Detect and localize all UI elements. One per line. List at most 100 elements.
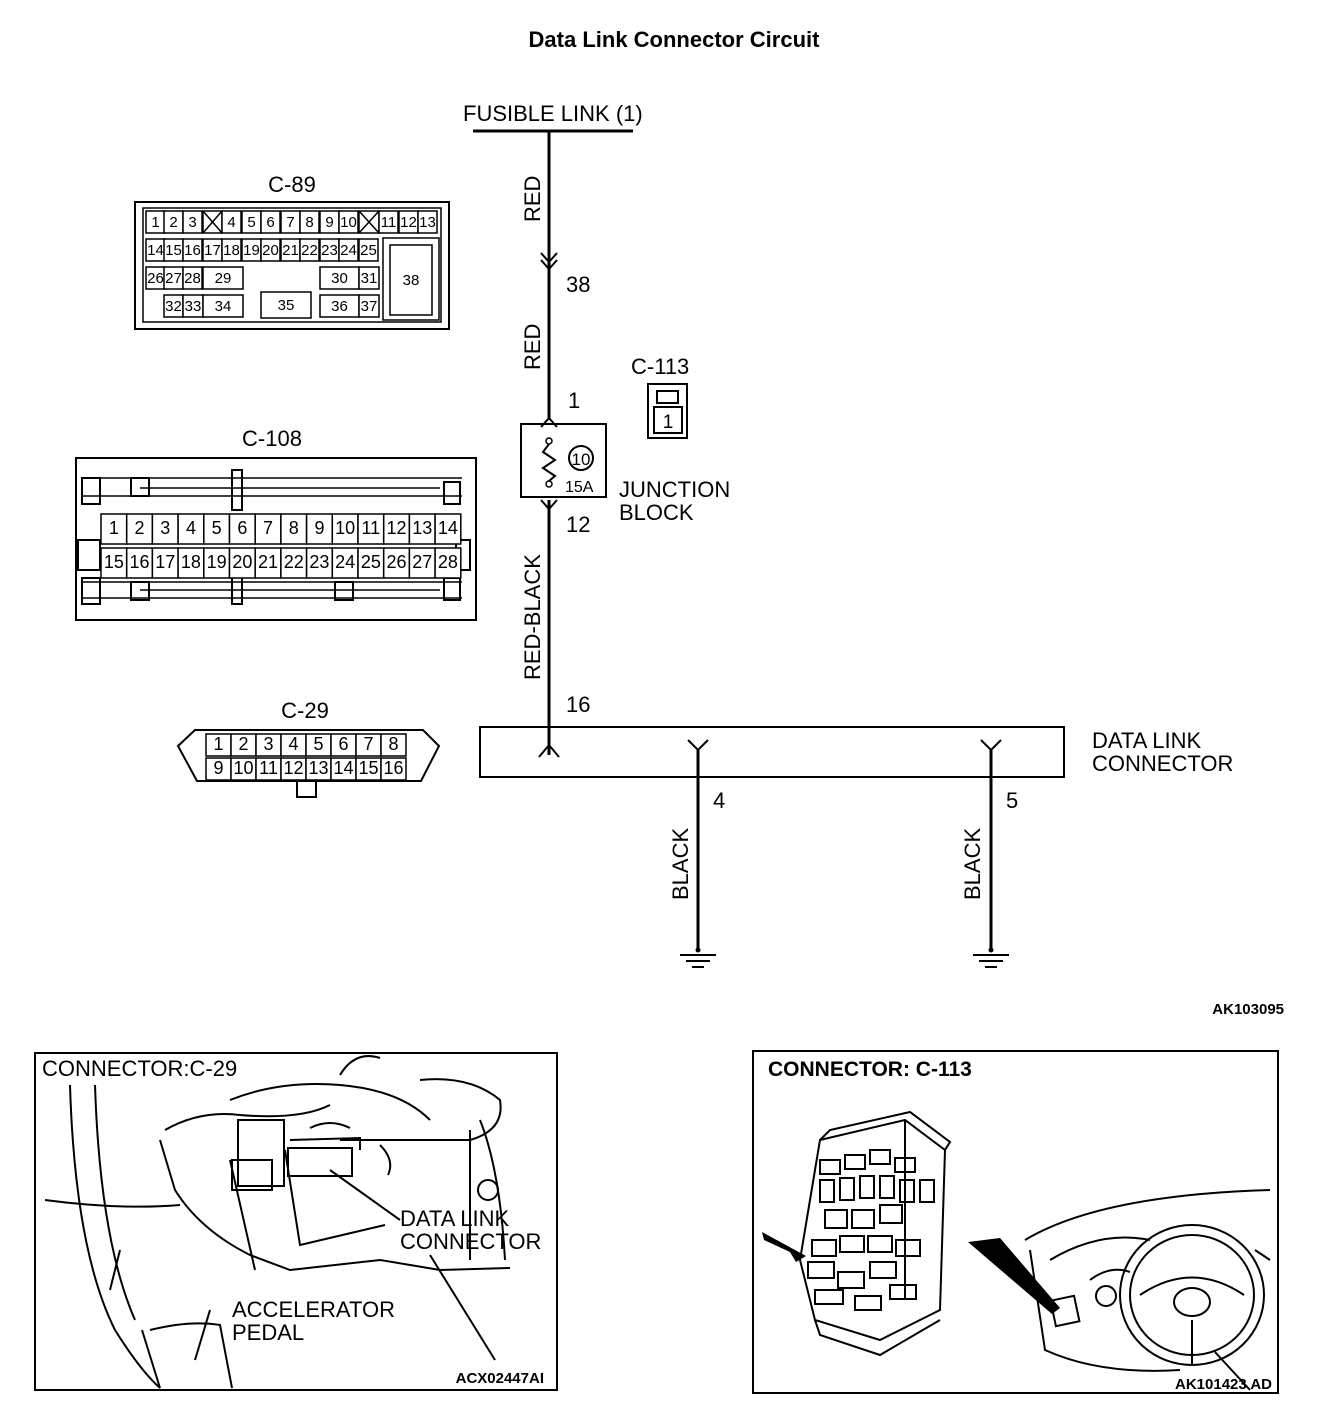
dlc-label-1: DATA LINK bbox=[1092, 728, 1202, 753]
c89-label: C-89 bbox=[268, 172, 316, 197]
c108-pin-20-cell bbox=[228, 547, 256, 579]
c29-pin-16-cell bbox=[380, 757, 407, 781]
c89-pin-3-cell bbox=[182, 210, 203, 234]
fuse-terminal-top-icon bbox=[545, 437, 553, 445]
c108-pin-2-cell bbox=[125, 513, 154, 545]
connector-chevron-12 bbox=[540, 499, 558, 511]
c113-pin-number: 1 bbox=[663, 412, 674, 433]
connector-chevron-38a bbox=[540, 252, 558, 264]
c89-pin-23: 23 bbox=[321, 242, 338, 259]
c89-pin-13: 13 bbox=[419, 214, 436, 231]
dlc-terminal-16 bbox=[538, 743, 560, 758]
c108-pin-3: 3 bbox=[160, 518, 170, 538]
c108-pin-24-cell bbox=[331, 547, 359, 579]
c108-pin-4: 4 bbox=[186, 518, 196, 538]
c108-pin-5: 5 bbox=[212, 518, 222, 538]
c89-pin-24-cell bbox=[338, 238, 359, 262]
c108-pin-5-cell bbox=[203, 513, 231, 545]
c89-pin-10-cell bbox=[338, 210, 359, 234]
c29-pin-6: 6 bbox=[338, 734, 348, 754]
c89-pin-25-cell bbox=[358, 238, 379, 262]
dlc-label-2: CONNECTOR bbox=[1092, 751, 1233, 776]
pin-16-label: 16 bbox=[566, 692, 590, 717]
c89-pin-20-cell bbox=[260, 238, 281, 262]
c108-pin-18: 18 bbox=[181, 552, 201, 572]
c108-pin-26: 26 bbox=[387, 552, 407, 572]
c89-pin-31-cell bbox=[358, 266, 380, 290]
c108-pin-13-cell bbox=[408, 513, 436, 545]
c29-pin-3: 3 bbox=[263, 734, 273, 754]
junction-block-label-1: JUNCTION bbox=[619, 477, 730, 502]
c89-pin-24: 24 bbox=[340, 242, 357, 259]
c108-pin-17-cell bbox=[151, 547, 179, 579]
c89-pin-3: 3 bbox=[188, 214, 196, 231]
fuse-number: 10 bbox=[572, 450, 591, 469]
c89-pin-11: 11 bbox=[381, 214, 397, 231]
c89-pin-4-cell bbox=[221, 210, 242, 234]
c29-pin-12: 12 bbox=[283, 758, 303, 778]
c108-pin-19: 19 bbox=[207, 552, 227, 572]
c108-pin-20: 20 bbox=[232, 552, 252, 572]
c89-pin-8: 8 bbox=[305, 214, 313, 231]
c89-pin-25: 25 bbox=[360, 242, 377, 259]
c29-pin-8-cell bbox=[380, 733, 407, 757]
c89-pin-38-cell bbox=[389, 244, 433, 316]
c113-label: C-113 bbox=[631, 354, 689, 379]
panel-left-frame bbox=[34, 1052, 558, 1391]
pin-4-label: 4 bbox=[713, 788, 725, 813]
c108-pin-21: 21 bbox=[258, 552, 278, 572]
pin-12-label: 12 bbox=[566, 512, 590, 537]
junction-block-label-2: BLOCK bbox=[619, 500, 694, 525]
ground-node-4 bbox=[695, 947, 701, 953]
fuse-terminal-bottom-icon bbox=[545, 480, 553, 488]
dlc-box bbox=[479, 726, 1065, 778]
panel-right-title: CONNECTOR: C-113 bbox=[768, 1058, 972, 1081]
c108-pin-23: 23 bbox=[309, 552, 329, 572]
c108-pin-28-cell bbox=[434, 547, 462, 579]
c108-pin-23-cell bbox=[305, 547, 334, 579]
c89-pin-27: 27 bbox=[165, 270, 182, 287]
panel-left-callout-dlc-1: DATA LINK bbox=[400, 1206, 510, 1231]
c89-pin-10: 10 bbox=[340, 214, 357, 231]
c29-pin-7: 7 bbox=[363, 734, 373, 754]
panel-left-callout-dlc-2: CONNECTOR bbox=[400, 1229, 541, 1254]
c108-pin-27: 27 bbox=[412, 552, 432, 572]
c108-pin-2: 2 bbox=[135, 518, 145, 538]
panel-left-code: ACX02447AI bbox=[456, 1370, 544, 1387]
c108-label: C-108 bbox=[242, 426, 302, 451]
c89-pin-36: 36 bbox=[331, 298, 348, 315]
pin-1-label: 1 bbox=[568, 388, 580, 413]
c108-pin-11: 11 bbox=[362, 518, 381, 538]
c89-pin-14: 14 bbox=[147, 242, 164, 259]
c108-pin-14-cell bbox=[434, 513, 462, 545]
c29-outer bbox=[176, 729, 441, 782]
c108-pin-25: 25 bbox=[361, 552, 381, 572]
c108-pin-13: 13 bbox=[412, 518, 432, 538]
wire-color-black-2: BLACK bbox=[960, 828, 985, 900]
panel-right-dashboard-illustration bbox=[1024, 1189, 1271, 1391]
c108-pin-11-cell bbox=[357, 513, 385, 545]
c29-pin-16: 16 bbox=[383, 758, 403, 778]
c89-pin-19: 19 bbox=[243, 242, 260, 259]
c29-pin-14: 14 bbox=[333, 758, 353, 778]
c108-pin-8: 8 bbox=[289, 518, 299, 538]
panel-left-title: CONNECTOR:C-29 bbox=[42, 1056, 237, 1081]
c89-pin-28: 28 bbox=[184, 270, 201, 287]
fuse-element-icon bbox=[541, 443, 557, 482]
c29-pin-11: 11 bbox=[259, 758, 278, 778]
panel-left-callout-pedal-2: PEDAL bbox=[232, 1320, 304, 1345]
diagram-code: AK103095 bbox=[1212, 1001, 1284, 1018]
c89-pin-28-cell bbox=[182, 266, 203, 290]
c89-pin-13-cell bbox=[417, 210, 438, 234]
connector-chevron-1 bbox=[540, 416, 558, 428]
c108-pin-22: 22 bbox=[284, 552, 304, 572]
panel-left-illustration bbox=[44, 1055, 511, 1389]
c108-pin-19-cell bbox=[203, 547, 231, 579]
c89-pin-38: 38 bbox=[403, 272, 420, 289]
ground-node-5 bbox=[988, 947, 994, 953]
c29-pin-10: 10 bbox=[233, 758, 253, 778]
junction-block-box bbox=[520, 423, 607, 498]
